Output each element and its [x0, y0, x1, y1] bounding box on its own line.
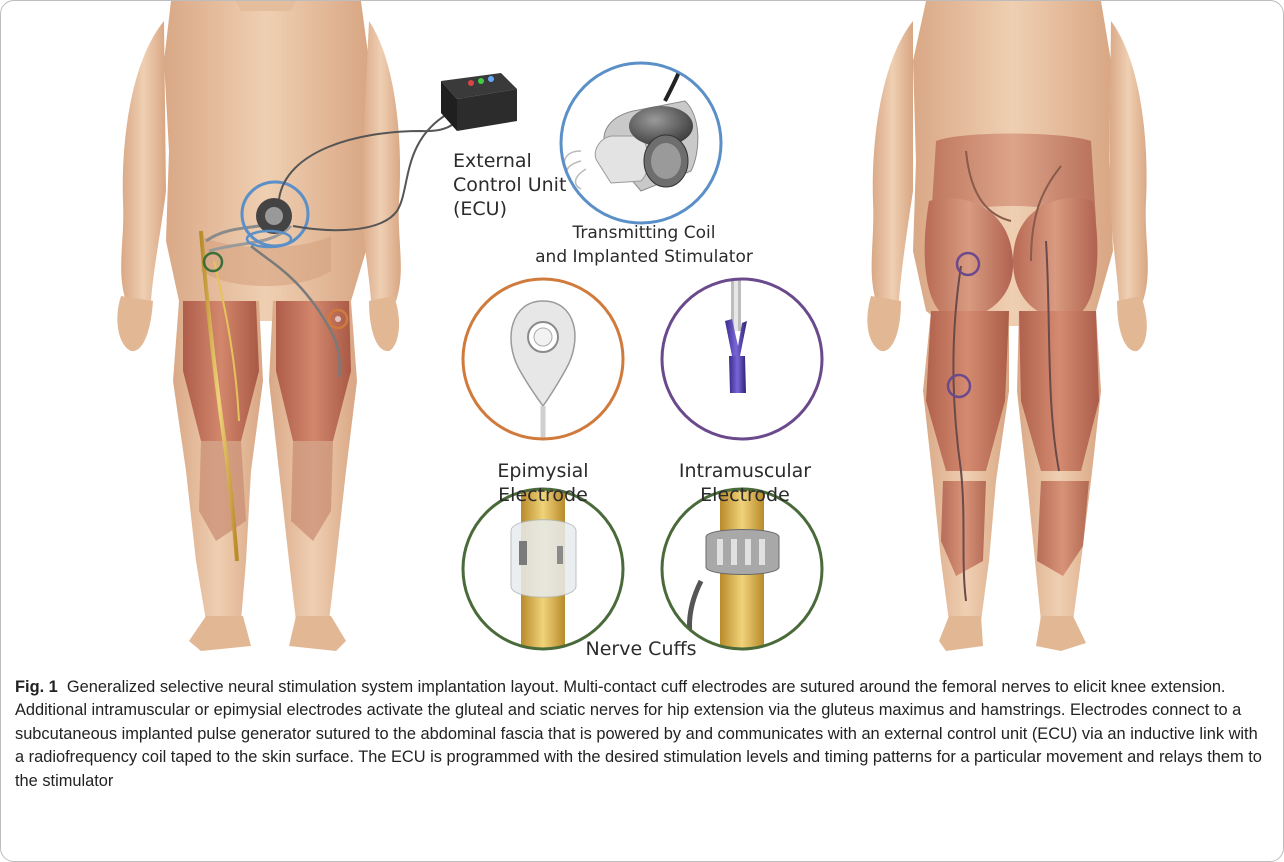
coil-label: Transmitting Coil and Implanted Stimulat…	[529, 221, 759, 269]
figure-illustration	[1, 1, 1284, 663]
intramuscular-electrode-icon	[662, 279, 822, 439]
front-body-illustration	[117, 1, 463, 651]
nerve-cuffs-label: Nerve Cuffs	[561, 637, 721, 661]
figure-number: Fig. 1	[15, 678, 58, 696]
figure-caption: Fig. 1 Generalized selective neural stim…	[15, 676, 1265, 793]
caption-text: Generalized selective neural stimulation…	[15, 678, 1262, 790]
epimysial-electrode-icon	[463, 279, 623, 441]
back-body-illustration	[867, 1, 1147, 651]
intramuscular-label: Intramuscular Electrode	[665, 459, 825, 507]
ecu-box-icon	[441, 73, 517, 131]
ecu-label: External Control Unit (ECU)	[453, 149, 603, 221]
epimysial-label: Epimysial Electrode	[473, 459, 613, 507]
nerve-cuff-icon	[463, 481, 822, 661]
